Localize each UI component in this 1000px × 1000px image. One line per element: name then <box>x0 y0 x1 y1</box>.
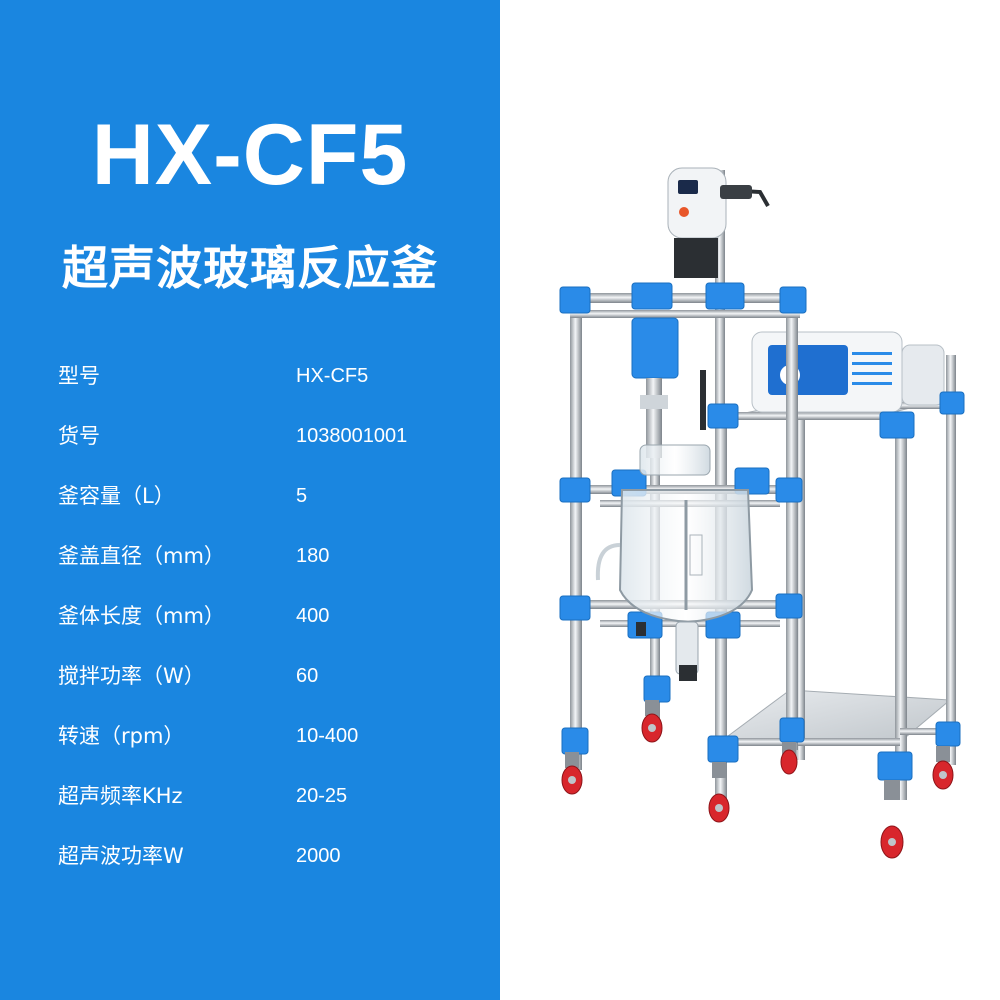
spec-value: 180 <box>296 545 330 567</box>
spec-row-stir-power: 搅拌功率（W） 60 <box>58 656 478 696</box>
spec-label: 釜盖直径（mm） <box>58 544 225 568</box>
spec-value: 400 <box>296 605 330 627</box>
spec-row-ultrasonic-frequency: 超声频率KHz 20-25 <box>58 776 478 816</box>
spec-label: 釜容量（L） <box>58 484 175 508</box>
spec-label: 转速（rpm） <box>58 724 185 748</box>
model-title: HX-CF5 <box>91 107 409 203</box>
spec-row-ultrasonic-power: 超声波功率W 2000 <box>58 836 478 876</box>
spec-row-item-number: 货号 1038001001 <box>58 416 478 456</box>
spec-value: 5 <box>296 485 308 507</box>
spec-panel: HX-CF5 超声波玻璃反应釜 型号 HX-CF5 货号 1038001001 … <box>0 0 500 1000</box>
spec-row-speed: 转速（rpm） 10-400 <box>58 716 478 756</box>
spec-value: HX-CF5 <box>296 365 369 387</box>
spec-value: 10-400 <box>296 725 359 747</box>
spec-label: 釜体长度（mm） <box>58 604 225 628</box>
spec-label: 超声频率KHz <box>58 784 183 808</box>
spec-row-lid-diameter: 釜盖直径（mm） 180 <box>58 536 478 576</box>
caster-wheels <box>561 700 954 859</box>
spec-row-model: 型号 HX-CF5 <box>58 356 478 396</box>
spec-label: 搅拌功率（W） <box>58 664 205 688</box>
glass-vessel <box>595 370 754 681</box>
spec-value: 1038001001 <box>296 425 408 447</box>
spec-row-capacity: 釜容量（L） 5 <box>58 476 478 516</box>
spec-value: 2000 <box>296 845 341 867</box>
stirrer-motor <box>667 167 770 278</box>
spec-row-body-length: 釜体长度（mm） 400 <box>58 596 478 636</box>
spec-label: 货号 <box>58 424 100 448</box>
cart-frame <box>715 355 956 800</box>
stirrer-shaft <box>631 317 679 458</box>
reactor-product-image <box>559 167 965 859</box>
ultrasonic-generator <box>751 331 945 413</box>
product-name: 超声波玻璃反应釜 <box>62 241 438 295</box>
spec-value: 60 <box>296 665 319 687</box>
spec-label: 型号 <box>58 364 100 388</box>
spec-value: 20-25 <box>296 785 348 807</box>
spec-label: 超声波功率W <box>58 844 184 868</box>
